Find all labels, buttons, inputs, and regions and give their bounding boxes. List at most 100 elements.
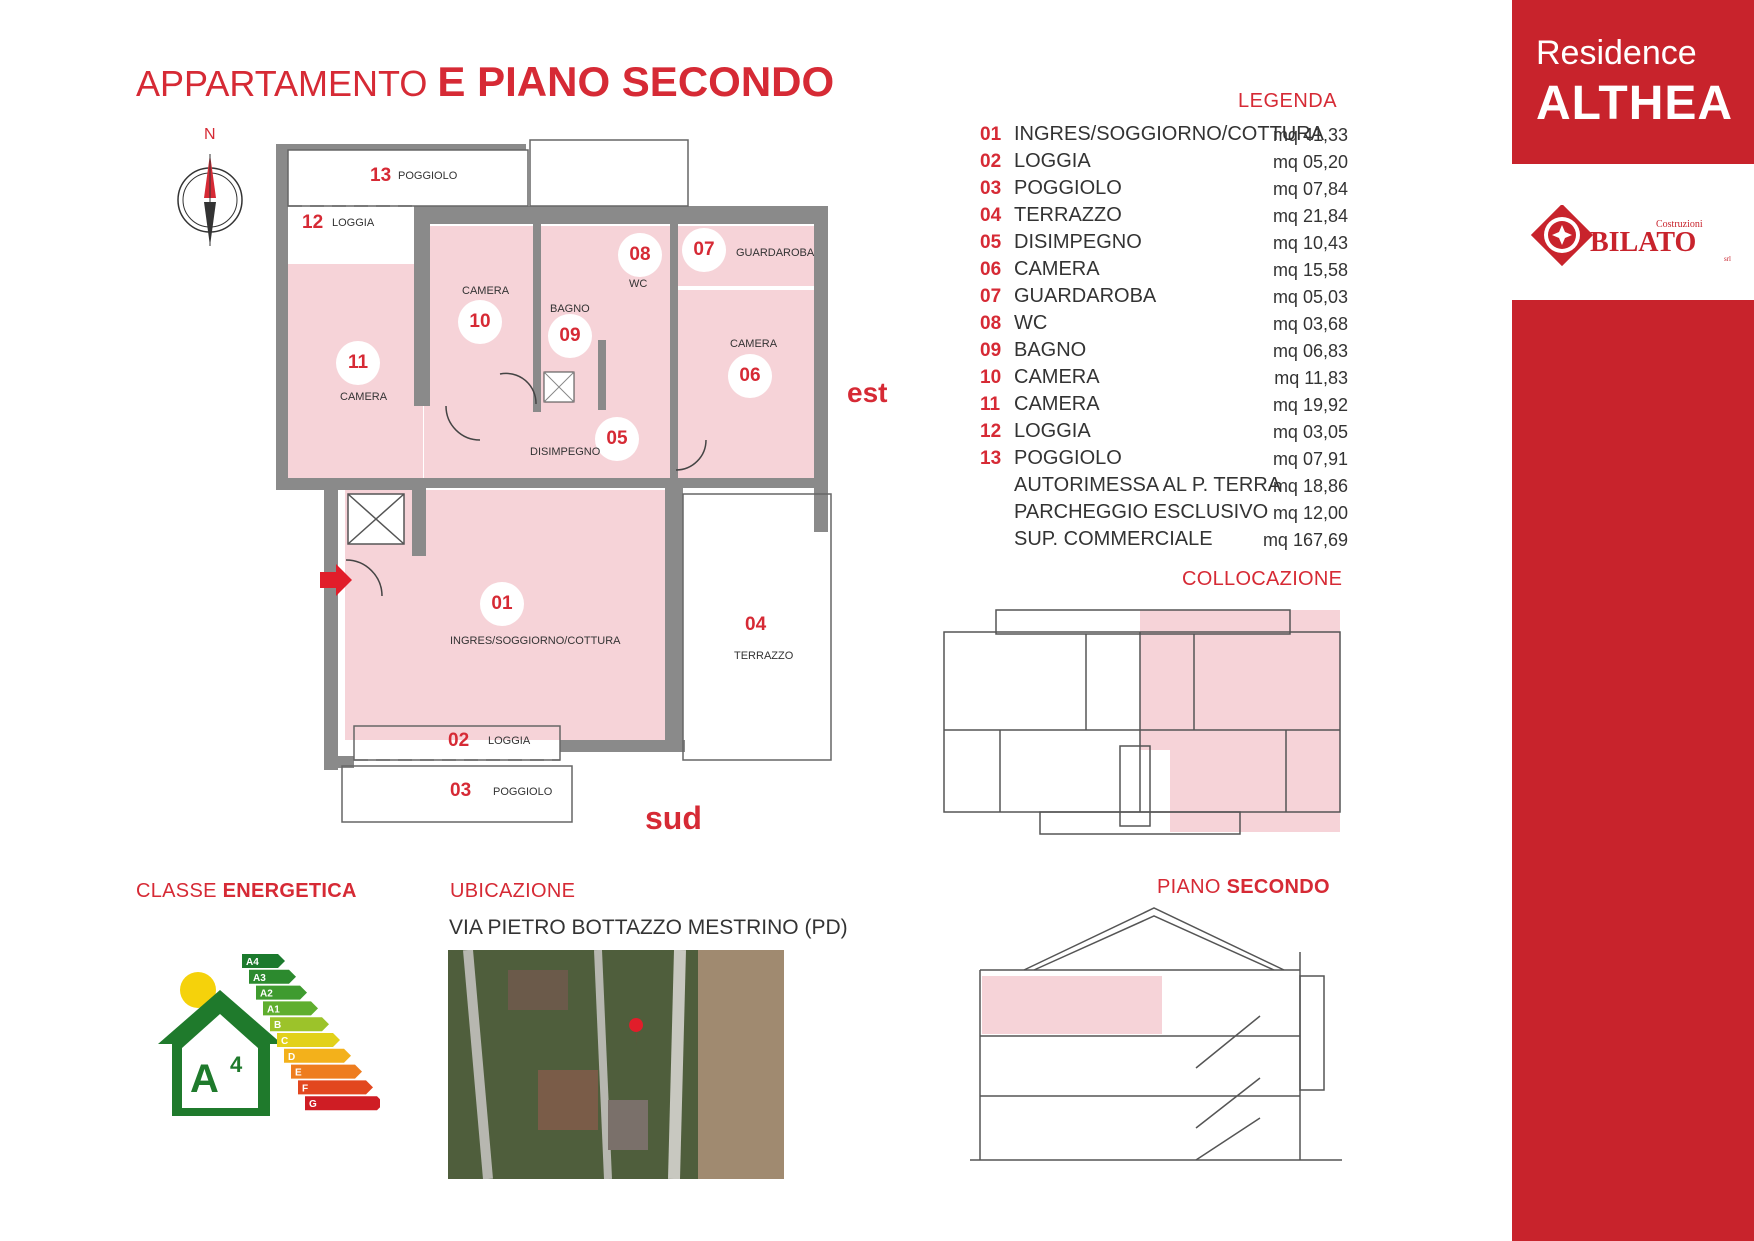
legend-value: mq 167,69 xyxy=(1262,530,1348,550)
legend-number: 06 xyxy=(980,259,1002,280)
legend-value: mq 19,92 xyxy=(1272,395,1348,415)
energy-scale-label: A4 xyxy=(246,957,259,968)
room-02-name: LOGGIA xyxy=(488,735,531,747)
legend-value: mq 10,43 xyxy=(1272,233,1348,253)
legend-label: CAMERA xyxy=(1014,258,1100,280)
legend-row: 11 CAMERA mq 19,92 xyxy=(976,391,1348,418)
room-12-name: LOGGIA xyxy=(332,217,375,229)
legend-label: CAMERA xyxy=(1014,393,1100,415)
ubicazione-heading: UBICAZIONE xyxy=(450,880,576,902)
legend-value: mq 07,84 xyxy=(1272,179,1348,199)
builder-logo: Costruzioni BILATO srl xyxy=(1530,205,1731,267)
classe-strong: ENERGETICA xyxy=(222,880,357,902)
title-strong: E PIANO SECONDO xyxy=(437,58,835,105)
room-09-name: BAGNO xyxy=(550,303,590,315)
legend-label: GUARDAROBA xyxy=(1014,285,1157,307)
legend-value: mq 21,84 xyxy=(1272,206,1348,226)
energy-scale-bar xyxy=(256,985,307,1000)
piano-strong: SECONDO xyxy=(1226,876,1330,898)
builder-name: BILATO xyxy=(1590,227,1696,258)
room-13-number: 13 xyxy=(370,165,392,186)
piano-heading: PIANO SECONDO xyxy=(1157,876,1330,899)
legend-label: BAGNO xyxy=(1014,339,1087,361)
energy-scale-bar xyxy=(242,954,285,968)
room-06-number: 06 xyxy=(728,354,772,398)
legend-value: mq 05,20 xyxy=(1272,152,1348,172)
legend-label: INGRES/SOGGIORNO/COTTURA xyxy=(1014,123,1325,145)
piano-prefix: PIANO xyxy=(1157,876,1221,898)
page-title: APPARTAMENTO E PIANO SECONDO xyxy=(136,58,834,106)
room-01-name: INGRES/SOGGIORNO/COTTURA xyxy=(450,635,621,647)
legend-label: PARCHEGGIO ESCLUSIVO xyxy=(1014,501,1269,523)
sun-icon xyxy=(180,972,216,1008)
legend-value: mq 18,86 xyxy=(1272,476,1348,496)
collocazione-plan xyxy=(943,609,1341,835)
legend-number: 11 xyxy=(980,394,1001,415)
energy-class-sub: 4 xyxy=(230,1052,243,1077)
energy-scale-label: E xyxy=(295,1068,302,1079)
location-map xyxy=(448,950,784,1179)
legend-number: 10 xyxy=(980,367,1002,388)
section-drawing xyxy=(970,907,1342,1161)
legend-row: 05 DISIMPEGNO mq 10,43 xyxy=(976,229,1348,256)
energy-scale-bar xyxy=(305,1096,380,1111)
legend-value: mq 11,83 xyxy=(1274,368,1348,388)
classe-heading: CLASSE ENERGETICA xyxy=(136,880,357,903)
legend-number: 01 xyxy=(980,124,1002,145)
legend-label: TERRAZZO xyxy=(1014,204,1122,226)
room-10-number: 10 xyxy=(458,300,502,344)
legend-number: 09 xyxy=(980,340,1002,361)
orientation-south: sud xyxy=(645,800,702,836)
energy-scale-label: G xyxy=(309,1099,317,1110)
room-03-name: POGGIOLO xyxy=(493,786,553,798)
legend-number: 04 xyxy=(980,205,1002,226)
legend-label: WC xyxy=(1014,312,1048,334)
collocazione-heading: COLLOCAZIONE xyxy=(1182,568,1343,590)
legend-row: 02 LOGGIA mq 05,20 xyxy=(976,148,1348,175)
legend-row: 04 TERRAZZO mq 21,84 xyxy=(976,202,1348,229)
elevator-shaft xyxy=(347,493,405,545)
room-03-number: 03 xyxy=(450,780,472,801)
legend-number: 03 xyxy=(980,178,1002,199)
energy-scale-bar xyxy=(298,1080,373,1095)
legend-label: DISIMPEGNO xyxy=(1014,231,1142,253)
legend-value: mq 05,03 xyxy=(1272,287,1348,307)
north-label: N xyxy=(204,126,216,143)
legend-number: 05 xyxy=(980,232,1002,253)
shower-icon xyxy=(543,371,575,403)
legend-value: mq 12,00 xyxy=(1272,503,1348,523)
orientation-east: est xyxy=(847,377,888,408)
legend-value: mq 41,33 xyxy=(1272,125,1348,145)
compass-icon xyxy=(177,154,243,246)
energy-scale-bar xyxy=(284,1048,351,1063)
energy-scale-label: F xyxy=(302,1083,308,1094)
legend-number: 02 xyxy=(980,151,1002,172)
energy-scale-bar xyxy=(270,1017,329,1032)
room-05-number: 05 xyxy=(595,417,639,461)
room-09-number: 09 xyxy=(548,314,592,358)
room-01-number: 01 xyxy=(480,582,524,626)
room-10-name: CAMERA xyxy=(462,285,510,297)
energy-scale-bar xyxy=(291,1064,362,1079)
energy-scale-label: D xyxy=(288,1052,295,1063)
legend-label: POGGIOLO xyxy=(1014,447,1122,469)
entry-arrow-icon xyxy=(320,564,352,596)
energy-scale-bar xyxy=(263,1001,318,1016)
legend-label: LOGGIA xyxy=(1014,420,1091,442)
legend-number: 08 xyxy=(980,313,1002,334)
energy-scale-bar xyxy=(277,1033,340,1047)
room-08-number: 08 xyxy=(618,233,662,277)
legend-label: LOGGIA xyxy=(1014,150,1091,172)
classe-prefix: CLASSE xyxy=(136,880,217,902)
energy-scale-label: C xyxy=(281,1036,288,1047)
map-pin-icon xyxy=(629,1018,644,1046)
